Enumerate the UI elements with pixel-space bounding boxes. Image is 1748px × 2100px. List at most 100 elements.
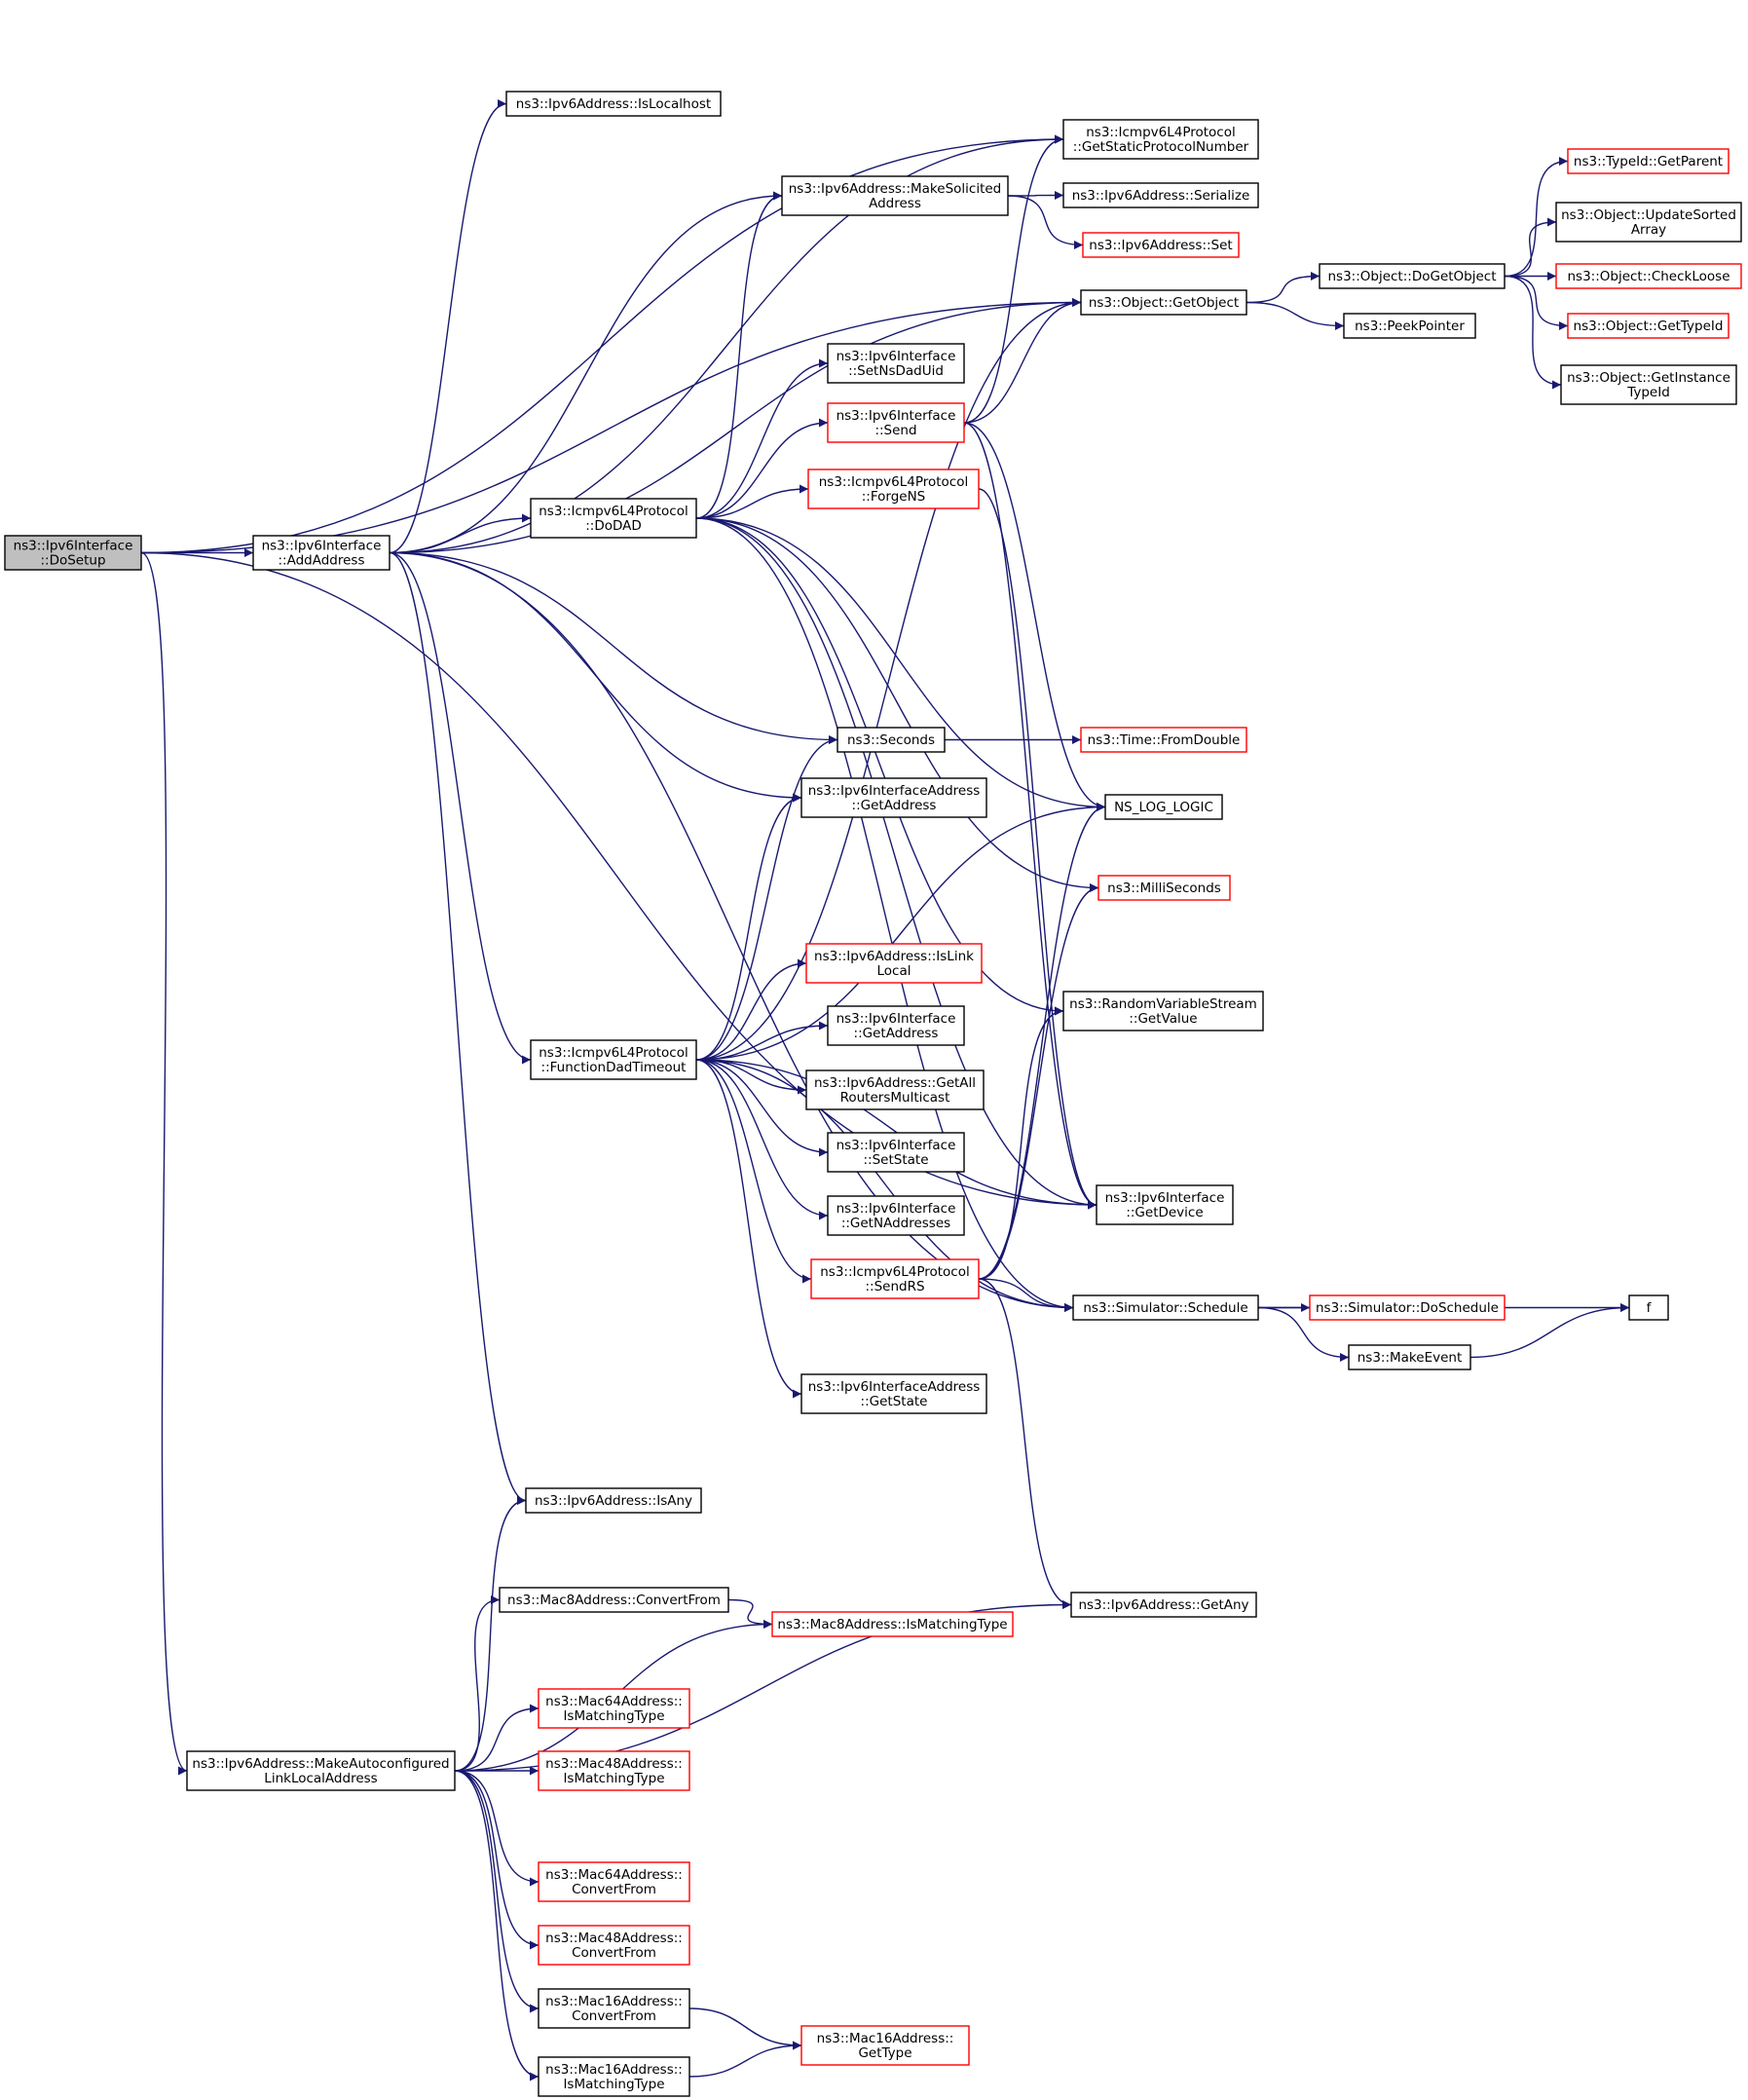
node-box	[1062, 119, 1259, 160]
node-label: ns3::Ipv6Address::IsLocalhost	[516, 96, 711, 112]
node-box	[538, 1750, 690, 1791]
node-ifaceAddrGetAddress[interactable]: ns3::Ipv6InterfaceAddress::GetAddress	[800, 777, 987, 818]
node-isLocalhost[interactable]: ns3::Ipv6Address::IsLocalhost	[505, 91, 722, 117]
node-label: ::SendRS	[865, 1279, 924, 1294]
node-box	[1097, 875, 1231, 901]
node-label: ::DoDAD	[585, 518, 642, 534]
node-getObject[interactable]: ns3::Object::GetObject	[1080, 289, 1247, 316]
edge-addAddress-to-isLocalhost	[389, 99, 507, 554]
node-mac16ConvertFrom[interactable]: ns3::Mac16Address::ConvertFrom	[538, 1988, 690, 2029]
node-label: ns3::PeekPointer	[1355, 319, 1465, 334]
node-label: ns3::RandomVariableStream	[1069, 996, 1257, 1012]
node-checkLoose[interactable]: ns3::Object::CheckLoose	[1555, 263, 1742, 289]
node-label: ns3::Icmpv6L4Protocol	[539, 1045, 688, 1061]
node-box	[530, 1039, 697, 1080]
node-getAny[interactable]: ns3::Ipv6Address::GetAny	[1070, 1592, 1257, 1618]
node-f[interactable]: f	[1628, 1294, 1669, 1321]
edge-doSetup-to-getStaticProto	[140, 134, 1064, 554]
node-rvsGetValue[interactable]: ns3::RandomVariableStream::GetValue	[1062, 991, 1264, 1031]
node-mac16IsMatching[interactable]: ns3::Mac16Address::IsMatchingType	[538, 2056, 690, 2097]
node-getNAddresses[interactable]: ns3::Ipv6Interface::GetNAddresses	[827, 1195, 965, 1236]
node-getDevice[interactable]: ns3::Ipv6Interface::GetDevice	[1096, 1184, 1234, 1225]
node-mac64ConvertFrom[interactable]: ns3::Mac64Address::ConvertFrom	[538, 1861, 690, 1902]
node-label: ::GetDevice	[1126, 1205, 1203, 1220]
edge-doDAD-to-nsLogLogic	[695, 517, 1106, 811]
node-sendRS[interactable]: ns3::Icmpv6L4Protocol::SendRS	[810, 1258, 980, 1299]
node-label: f	[1647, 1300, 1653, 1316]
node-peekPointer[interactable]: ns3::PeekPointer	[1343, 313, 1476, 339]
node-box	[1343, 313, 1476, 339]
edge-makeSolicited-to-serialize	[1007, 191, 1064, 201]
node-label: ns3::Simulator::Schedule	[1083, 1300, 1247, 1316]
node-seconds[interactable]: ns3::Seconds	[837, 727, 946, 753]
node-box	[505, 91, 722, 117]
node-box	[1567, 148, 1729, 174]
node-box	[538, 1988, 690, 2029]
node-box	[538, 2056, 690, 2097]
edge-doSetup-to-makeAutoconf	[140, 551, 188, 1776]
node-box	[827, 343, 965, 384]
node-mac8IsMatching[interactable]: ns3::Mac8Address::IsMatchingType	[771, 1611, 1014, 1637]
node-send[interactable]: ns3::Ipv6Interface::Send	[827, 402, 965, 443]
node-doSetup: ns3::Ipv6Interface::DoSetup	[4, 535, 142, 571]
edge-doGetObject-to-getParent	[1504, 157, 1569, 278]
edge-forgeNS-to-getDevice	[978, 488, 1097, 1210]
edge-send-to-getDevice	[963, 422, 1097, 1210]
edge-funcDadTimeout-to-nsLogLogic	[695, 803, 1106, 1061]
node-label: ns3::Ipv6Address::GetAll	[814, 1075, 976, 1091]
node-mac48ConvertFrom[interactable]: ns3::Mac48Address::ConvertFrom	[538, 1925, 690, 1966]
node-doSchedule[interactable]: ns3::Simulator::DoSchedule	[1309, 1294, 1506, 1321]
node-label: ns3::Ipv6Address::IsAny	[535, 1493, 692, 1509]
node-mac8ConvertFrom[interactable]: ns3::Mac8Address::ConvertFrom	[499, 1587, 729, 1613]
node-box	[805, 1069, 985, 1110]
node-getTypeId[interactable]: ns3::Object::GetTypeId	[1567, 313, 1729, 339]
node-label: ns3::Mac16Address::	[545, 2062, 683, 2078]
node-box	[1560, 364, 1737, 405]
node-label: ns3::Ipv6Interface	[1105, 1190, 1225, 1206]
node-box	[800, 2025, 970, 2066]
nodes-layer: ns3::Ipv6Interface::DoSetupns3::Ipv6Inte…	[4, 91, 1742, 2097]
node-addAddress[interactable]: ns3::Ipv6Interface::AddAddress	[252, 535, 391, 571]
node-getStaticProto[interactable]: ns3::Icmpv6L4Protocol::GetStaticProtocol…	[1062, 119, 1259, 160]
node-setState[interactable]: ns3::Ipv6Interface::SetState	[827, 1132, 965, 1173]
node-makeAutoconf[interactable]: ns3::Ipv6Address::MakeAutoconfiguredLink…	[186, 1750, 456, 1791]
node-ifaceGetAddress[interactable]: ns3::Ipv6Interface::GetAddress	[827, 1005, 965, 1046]
node-label: ns3::Icmpv6L4Protocol	[820, 1264, 970, 1280]
node-setNsDadUid[interactable]: ns3::Ipv6Interface::SetNsDadUid	[827, 343, 965, 384]
node-label: ns3::Object::GetObject	[1089, 295, 1239, 311]
node-doGetObject[interactable]: ns3::Object::DoGetObject	[1319, 263, 1506, 289]
node-doDAD[interactable]: ns3::Icmpv6L4Protocol::DoDAD	[530, 498, 697, 539]
node-label: ns3::Ipv6Address::Serialize	[1072, 188, 1250, 204]
node-label: ns3::Mac8Address::IsMatchingType	[777, 1617, 1007, 1632]
node-isAny[interactable]: ns3::Ipv6Address::IsAny	[525, 1487, 702, 1514]
node-box	[827, 1195, 965, 1236]
node-label: ns3::Mac48Address::	[545, 1931, 683, 1946]
edge-makeAutoconf-to-mac64IsMatching	[454, 1704, 539, 1772]
node-addrSet[interactable]: ns3::Ipv6Address::Set	[1082, 232, 1240, 258]
edge-doDAD-to-forgeNS	[695, 484, 809, 519]
node-serialize[interactable]: ns3::Ipv6Address::Serialize	[1062, 182, 1259, 208]
node-mac16GetType[interactable]: ns3::Mac16Address::GetType	[800, 2025, 970, 2066]
node-milliSeconds[interactable]: ns3::MilliSeconds	[1097, 875, 1231, 901]
edge-sendRS-to-schedule	[978, 1278, 1074, 1312]
node-forgeNS[interactable]: ns3::Icmpv6L4Protocol::ForgeNS	[807, 469, 980, 509]
node-box	[1555, 202, 1742, 243]
node-box	[827, 402, 965, 443]
edge-makeAutoconf-to-mac8ConvertFrom	[454, 1595, 501, 1772]
node-ifaceAddrGetState[interactable]: ns3::Ipv6InterfaceAddress::GetState	[800, 1373, 987, 1414]
node-fromDouble[interactable]: ns3::Time::FromDouble	[1080, 727, 1247, 753]
node-funcDadTimeout[interactable]: ns3::Icmpv6L4Protocol::FunctionDadTimeou…	[530, 1039, 697, 1080]
node-getParent[interactable]: ns3::TypeId::GetParent	[1567, 148, 1729, 174]
node-makeEvent[interactable]: ns3::MakeEvent	[1348, 1344, 1471, 1370]
node-nsLogLogic[interactable]: NS_LOG_LOGIC	[1104, 794, 1223, 820]
node-schedule[interactable]: ns3::Simulator::Schedule	[1072, 1294, 1259, 1321]
node-mac64IsMatching[interactable]: ns3::Mac64Address::IsMatchingType	[538, 1688, 690, 1729]
node-label: GetType	[858, 2045, 911, 2061]
node-box	[186, 1750, 456, 1791]
node-mac48IsMatching[interactable]: ns3::Mac48Address::IsMatchingType	[538, 1750, 690, 1791]
